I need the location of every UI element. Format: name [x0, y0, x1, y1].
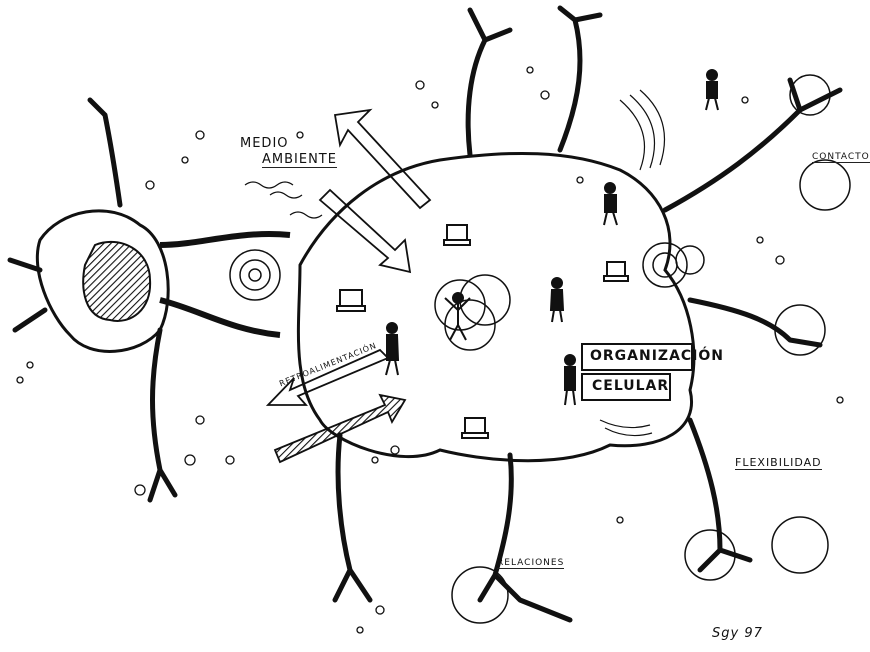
computer-bottom — [462, 418, 488, 438]
environment-arrows — [320, 110, 430, 272]
branch-left-upper — [90, 100, 120, 205]
branch-far-left — [10, 260, 45, 330]
label-medio: MEDIO — [240, 136, 289, 151]
person-far-top-right — [706, 70, 718, 110]
computer-top — [444, 225, 470, 245]
branch-right-lower — [690, 300, 820, 345]
left-nucleus — [83, 242, 150, 321]
person-left — [386, 323, 398, 375]
arrow-in — [320, 190, 410, 272]
branch-bottom-right — [690, 420, 750, 570]
person-right — [551, 278, 563, 322]
left-bridge — [160, 234, 290, 335]
label-celular: CELULAR — [592, 378, 669, 394]
computer-right — [604, 262, 628, 281]
branch-top-right — [560, 8, 600, 150]
branch-bottom-left — [335, 435, 370, 600]
feedback-arrows — [268, 350, 405, 462]
person-organization — [565, 355, 575, 405]
branch-left-lower — [150, 330, 175, 500]
label-ambiente: AMBIENTE — [262, 152, 337, 168]
branch-bottom-center — [480, 455, 570, 620]
environment-waves — [245, 182, 322, 218]
label-contacto: CONTACTO — [812, 152, 870, 163]
branch-right — [665, 80, 840, 210]
computer-left — [337, 290, 365, 311]
arrow-out — [335, 110, 430, 208]
branch-top-center — [468, 10, 510, 155]
person-top — [604, 183, 617, 225]
label-relaciones: RELACIONES — [497, 558, 564, 569]
signature: Sgy 97 — [712, 626, 763, 641]
label-organizacion: ORGANIZACIÓN — [590, 348, 724, 364]
label-flexibilidad: FLEXIBILIDAD — [735, 456, 822, 470]
